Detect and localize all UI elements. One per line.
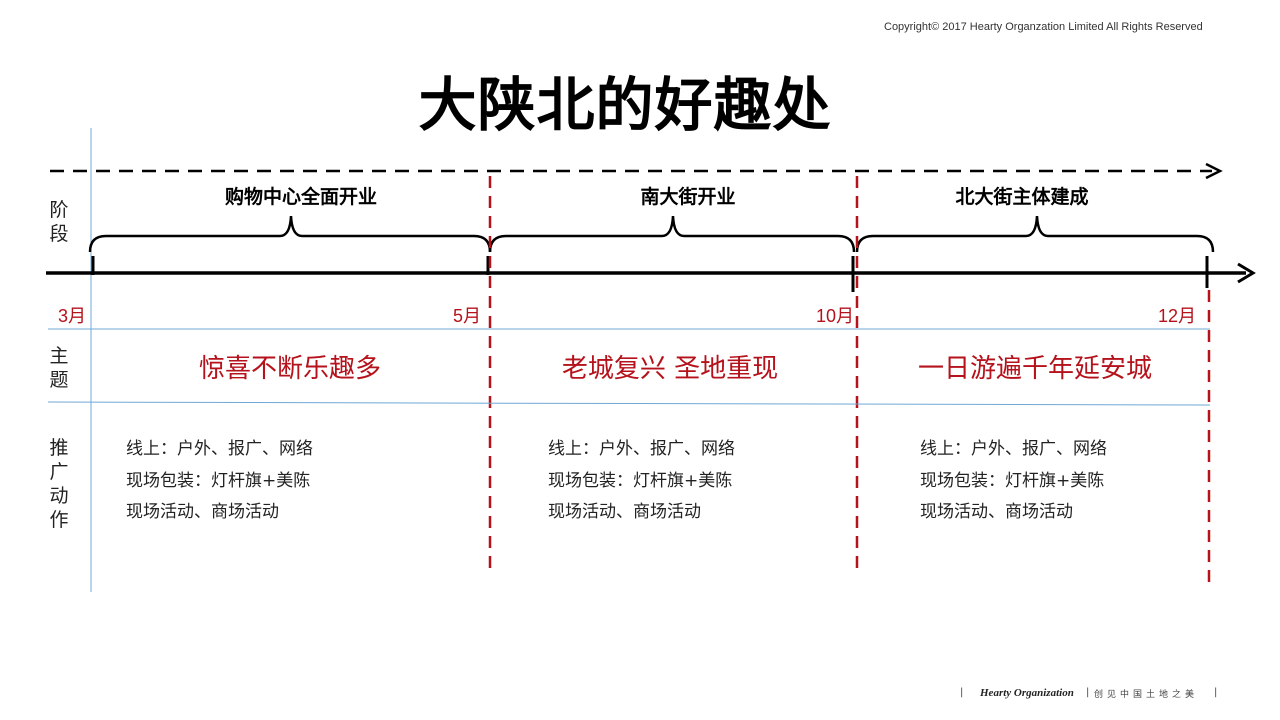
phase-title: 北大街主体建成: [955, 186, 1089, 208]
footer-slogan: 创见中国土地之美: [1094, 690, 1199, 700]
phase-title: 购物中心全面开业: [224, 186, 377, 208]
month-label: 5月: [453, 306, 482, 326]
promo-action-item: 线上：户外、报广、网络: [126, 439, 313, 459]
copyright-notice: Copyright© 2017 Hearty Organzation Limit…: [884, 21, 1203, 33]
phase-brace: [88, 215, 492, 253]
timeline-arrow-head: [1237, 262, 1256, 284]
footer-divider: |: [960, 687, 964, 698]
dashed-arrow-head: [1205, 162, 1223, 180]
theme-text: 一日游遍千年延安城: [917, 354, 1152, 384]
promo-action-item: 线上：户外、报广、网络: [920, 439, 1107, 459]
promo-action-item: 现场包装：灯杆旗+美陈: [920, 470, 1105, 491]
footer-brand-logo: Hearty Organization: [980, 687, 1074, 699]
month-label: 3月: [58, 306, 87, 326]
promo-action-list: 线上：户外、报广、网络 现场包装：灯杆旗+美陈 现场活动、商场活动: [920, 434, 1107, 529]
promo-action-item: 现场包装：灯杆旗+美陈: [126, 470, 311, 491]
promo-action-item: 现场活动、商场活动: [126, 502, 279, 522]
phase-brace: [855, 215, 1215, 253]
promo-action-list: 线上：户外、报广、网络 现场包装：灯杆旗+美陈 现场活动、商场活动: [548, 434, 735, 529]
promo-action-item: 现场活动、商场活动: [548, 502, 701, 522]
row-separator: [47, 401, 1211, 406]
row-label-theme: 主题: [49, 345, 69, 391]
footer-divider: |: [1086, 687, 1090, 698]
promo-action-list: 线上：户外、报广、网络 现场包装：灯杆旗+美陈 现场活动、商场活动: [126, 434, 313, 529]
month-label: 12月: [1158, 306, 1197, 326]
promo-action-item: 线上：户外、报广、网络: [548, 439, 735, 459]
phase-title: 南大街开业: [640, 186, 736, 208]
theme-text: 老城复兴 圣地重现: [561, 354, 779, 384]
phase-brace: [488, 215, 856, 253]
row-label-stage: 阶段: [49, 199, 69, 245]
promo-action-item: 现场包装：灯杆旗+美陈: [548, 470, 733, 491]
row-label-promo: 推广动作: [49, 437, 69, 531]
page-title: 大陕北的好趣处: [418, 71, 832, 139]
theme-text: 惊喜不断乐趣多: [198, 354, 381, 384]
footer-divider: |: [1214, 687, 1218, 698]
promo-action-item: 现场活动、商场活动: [920, 502, 1073, 522]
month-label: 10月: [816, 306, 855, 326]
